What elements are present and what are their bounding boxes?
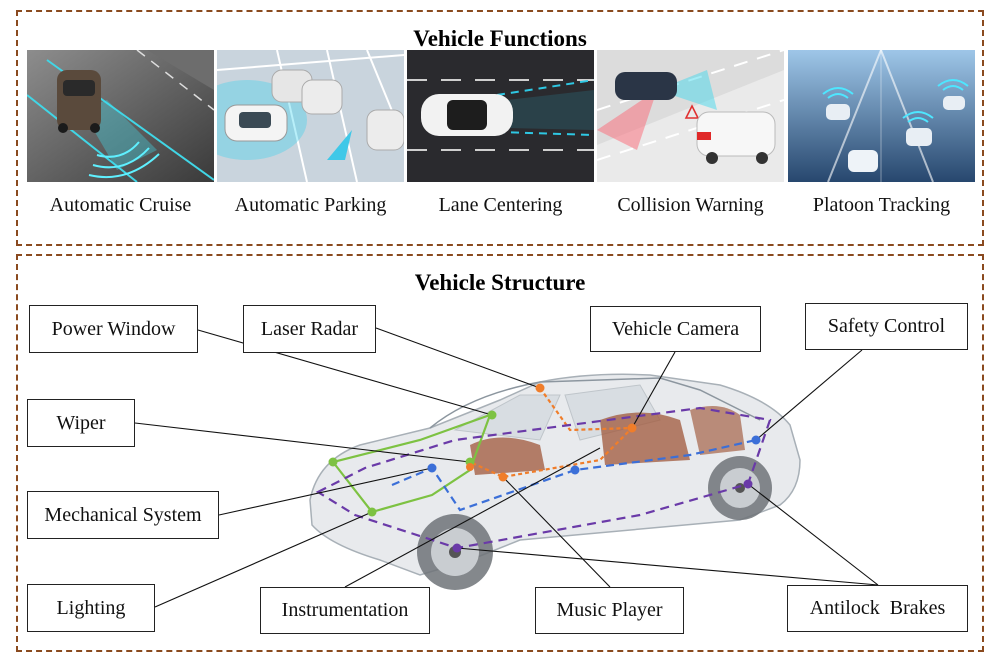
car-body bbox=[309, 373, 801, 590]
collision-warning-label: Collision Warning bbox=[617, 194, 764, 216]
orange-wiring bbox=[469, 387, 635, 479]
platoon-tracking-image bbox=[788, 50, 975, 182]
label-antilock-brakes: Antilock Brakes bbox=[787, 585, 968, 632]
function-tile-automatic-cruise: Automatic Cruise bbox=[27, 50, 214, 233]
rear-wheel bbox=[708, 456, 772, 520]
label-safety-control: Safety Control bbox=[805, 303, 968, 350]
vehicle-structure-panel: Vehicle Structure bbox=[16, 254, 984, 652]
automatic-parking-label: Automatic Parking bbox=[234, 194, 387, 216]
function-tile-platoon-tracking: Platoon Tracking bbox=[788, 50, 975, 233]
automatic-parking-image bbox=[217, 50, 404, 182]
purple-wiring bbox=[315, 406, 772, 550]
lane-centering-image bbox=[407, 50, 594, 182]
label-mechanical-system: Mechanical System bbox=[27, 491, 219, 539]
label-laser-radar: Laser Radar bbox=[243, 305, 376, 353]
label-power-window: Power Window bbox=[29, 305, 198, 353]
vehicle-functions-panel: Vehicle Functions bbox=[16, 10, 984, 246]
label-lighting: Lighting bbox=[27, 584, 155, 632]
vehicle-structure-title: Vehicle Structure bbox=[414, 270, 586, 295]
blue-wiring bbox=[391, 438, 757, 512]
label-instrumentation: Instrumentation bbox=[260, 587, 430, 634]
automatic-cruise-image bbox=[27, 50, 214, 182]
vehicle-functions-title: Vehicle Functions bbox=[413, 26, 587, 51]
lane-centering-label: Lane Centering bbox=[438, 194, 563, 216]
function-tile-collision-warning: Collision Warning bbox=[597, 50, 784, 233]
automatic-cruise-label: Automatic Cruise bbox=[49, 194, 192, 216]
connection-points bbox=[328, 383, 761, 553]
function-tile-automatic-parking: Automatic Parking bbox=[217, 50, 404, 233]
label-wiper: Wiper bbox=[27, 399, 135, 447]
platoon-tracking-label: Platoon Tracking bbox=[812, 194, 951, 216]
label-vehicle-camera: Vehicle Camera bbox=[590, 306, 761, 352]
collision-warning-image bbox=[597, 50, 784, 182]
label-music-player: Music Player bbox=[535, 587, 684, 634]
function-tile-lane-centering: Lane Centering bbox=[407, 50, 594, 233]
